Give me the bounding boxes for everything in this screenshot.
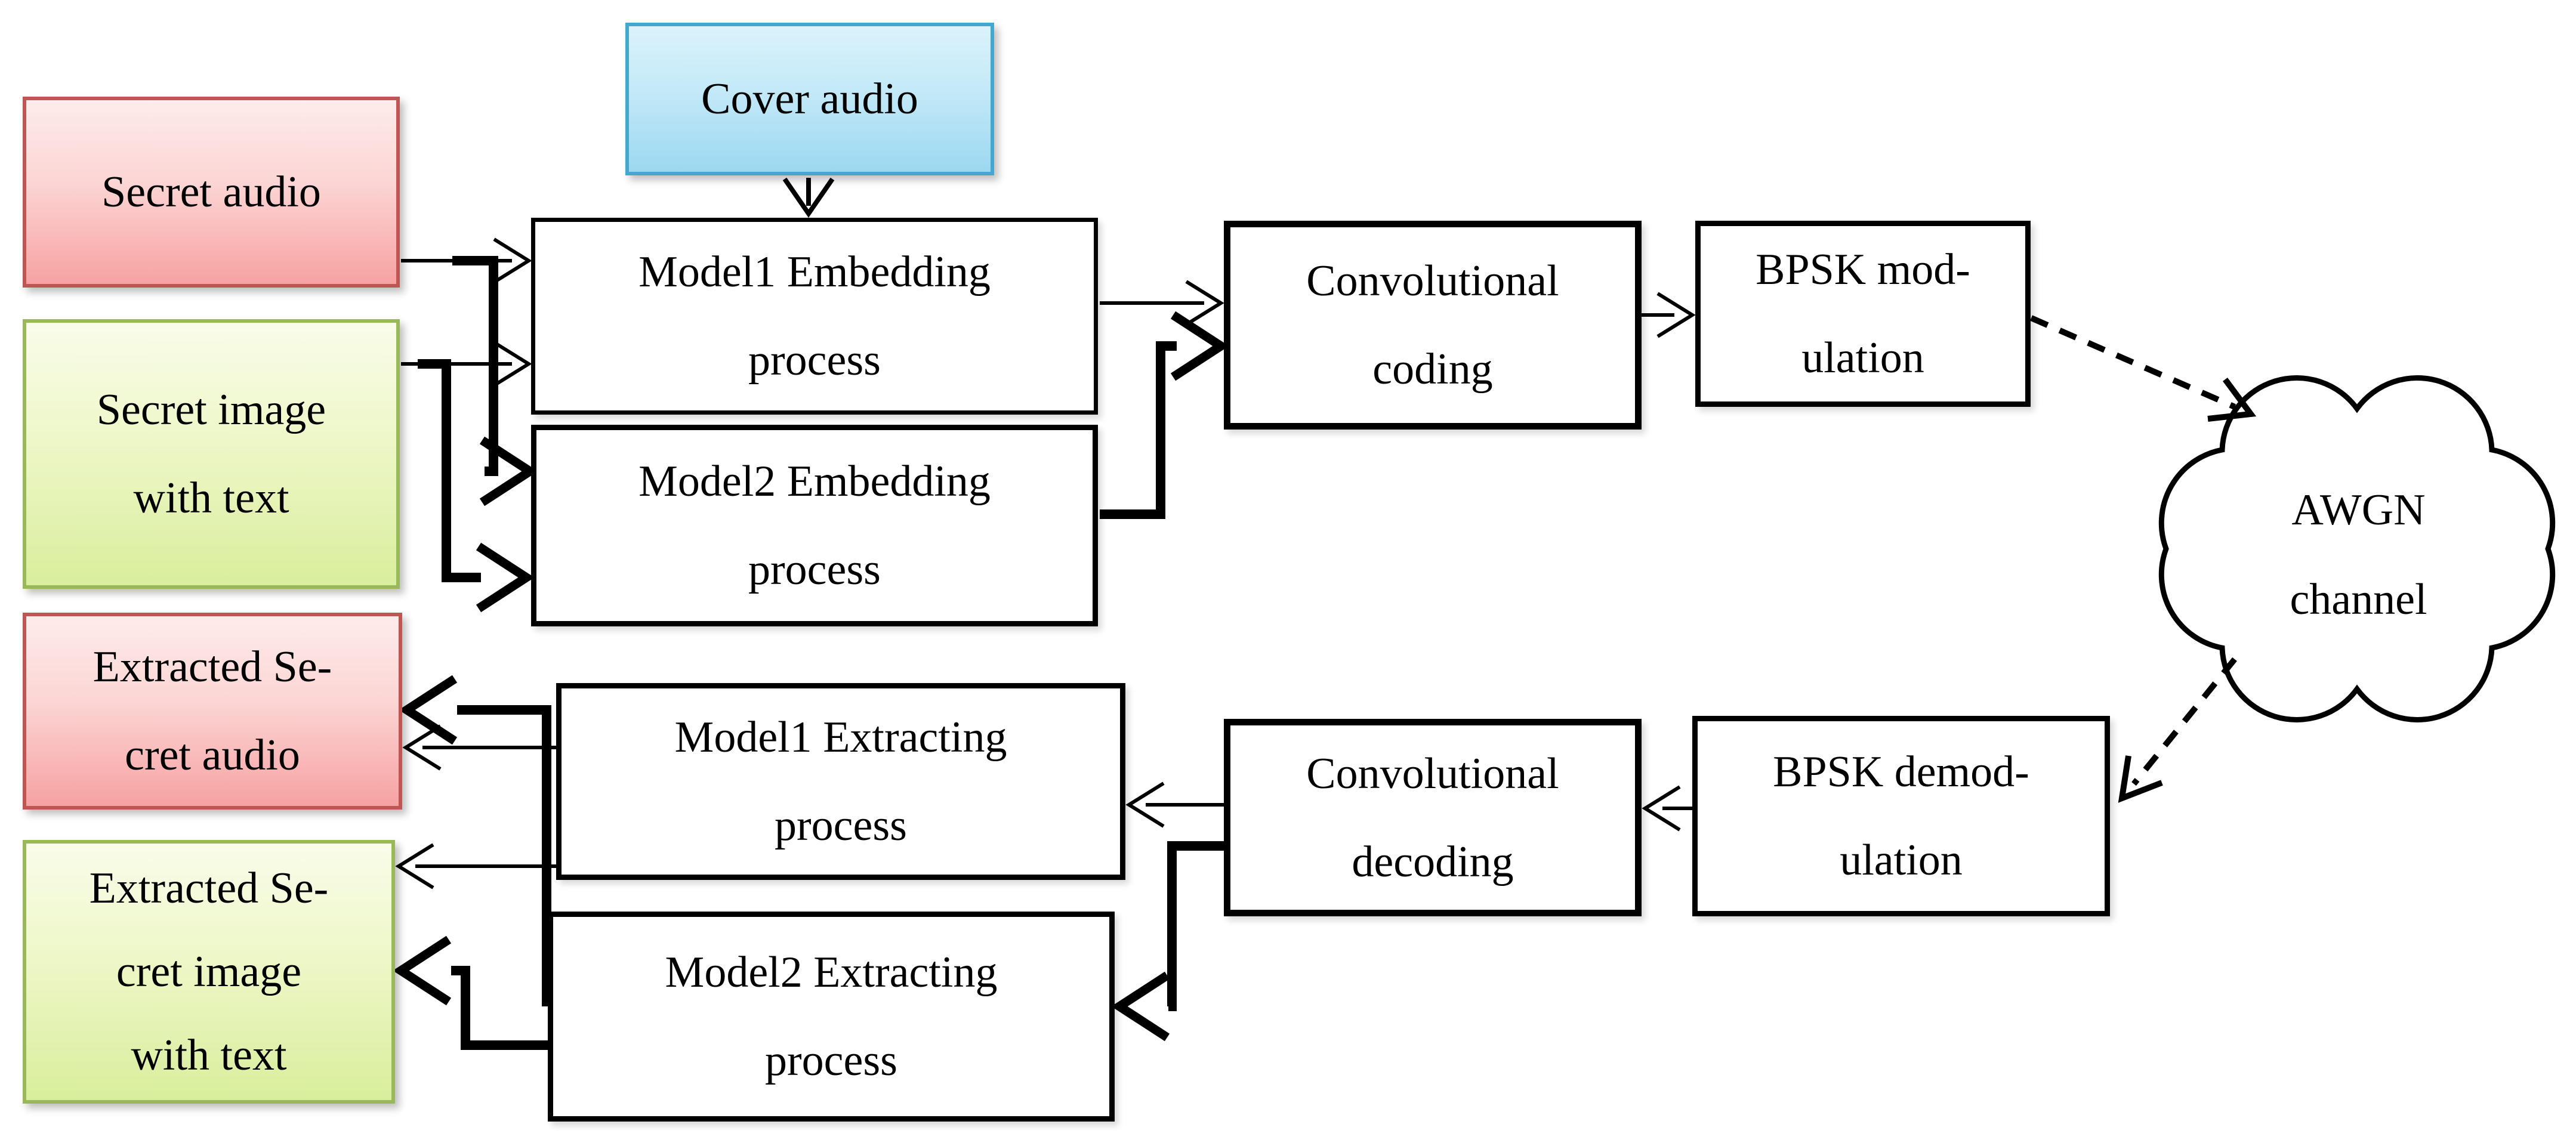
bpsk-demodulation-box: BPSK demod- ulation (1692, 716, 2110, 916)
arrow-secret-audio-to-model2-line (452, 256, 498, 476)
bpsk-modulation-label-line1: BPSK mod- (1756, 245, 1970, 294)
secret-audio-box: Secret audio (23, 97, 400, 288)
arrow-secret-image-to-model1-head (493, 341, 532, 387)
awgn-label-line2: channel (2290, 574, 2427, 624)
bpsk-demodulation-label-line2: ulation (1840, 836, 1963, 885)
model2-embedding-label-line1: Model2 Embedding (638, 457, 991, 506)
arrow-bpskmod-to-awgn-line (2029, 315, 2236, 410)
convolutional-coding-label-line1: Convolutional (1306, 257, 1559, 305)
convolutional-decoding-label-line1: Convolutional (1306, 749, 1559, 798)
arrow-secret-image-to-model2-head (476, 542, 535, 613)
model1-embedding-label-line1: Model1 Embedding (638, 248, 991, 296)
extracted-audio-label-line1: Extracted Se- (92, 642, 332, 691)
model1-extracting-box: Model1 Extracting process (556, 683, 1125, 880)
convolutional-decoding-box: Convolutional decoding (1224, 719, 1642, 916)
arrow-model2-to-convcoding-head (1170, 311, 1229, 381)
arrow-secret-audio-to-model2-head (479, 436, 538, 506)
arrow-awgn-to-bpskdemod-line (2131, 657, 2237, 786)
arrow-convdecoding-to-model1ex-head (1125, 781, 1165, 828)
extracted-image-label-line1: Extracted Se- (89, 864, 329, 913)
model2-extracting-box: Model2 Extracting process (548, 912, 1115, 1122)
awgn-channel-label: AWGN channel (2166, 419, 2551, 690)
arrow-model2-to-convcoding-line (1100, 341, 1177, 519)
bpsk-modulation-label-line2: ulation (1801, 333, 1924, 382)
extracted-audio-label-line2: cret audio (125, 731, 300, 780)
arrow-bpskmod-to-awgn-head (2207, 378, 2257, 422)
arrow-model2ex-to-eximage-line (451, 966, 549, 1050)
model2-embedding-label-line2: process (748, 545, 881, 594)
model1-extracting-label-line1: Model1 Extracting (674, 713, 1007, 762)
convolutional-coding-box: Convolutional coding (1224, 221, 1642, 430)
arrow-model1ex-to-exaudio-head (402, 724, 442, 771)
model2-extracting-label-line1: Model2 Extracting (665, 948, 998, 997)
awgn-cloud-shape (2158, 375, 2556, 722)
secret-image-label-line2: with text (133, 474, 289, 523)
arrow-convdecoding-to-model2ex-line (1167, 841, 1224, 1011)
arrow-model1-to-convcoding-head (1185, 280, 1224, 326)
arrow-bpskdemod-to-convdecoding-head (1642, 785, 1681, 832)
model2-extracting-label-line2: process (765, 1036, 897, 1085)
arrow-cover-to-model1-head (782, 177, 835, 218)
bpsk-demodulation-label-line1: BPSK demod- (1773, 747, 2029, 796)
arrow-secret-image-to-model2-line (418, 359, 481, 582)
convolutional-coding-label-line2: coding (1372, 345, 1493, 394)
arrow-model2ex-to-exaudio-head (399, 675, 458, 745)
arrow-secret-audio-to-model1-head (493, 237, 532, 284)
model1-extracting-label-line2: process (775, 801, 907, 850)
cover-audio-label: Cover audio (701, 75, 918, 123)
model1-embedding-box: Model1 Embedding process (531, 218, 1098, 415)
extracted-secret-audio-box: Extracted Se- cret audio (23, 613, 402, 810)
arrow-model1ex-to-eximage-head (395, 843, 434, 889)
arrow-convcoding-to-bpskmod-head (1656, 292, 1696, 338)
awgn-label-line1: AWGN (2291, 485, 2426, 535)
extracted-image-label-line3: with text (131, 1031, 287, 1080)
arrow-convdecoding-to-model2ex-head (1111, 971, 1170, 1042)
extracted-image-label-line2: cret image (116, 947, 302, 996)
secret-image-label-line1: Secret image (96, 385, 326, 434)
model2-embedding-box: Model2 Embedding process (531, 425, 1098, 626)
secret-image-box: Secret image with text (23, 319, 400, 589)
extracted-secret-image-box: Extracted Se- cret image with text (23, 840, 395, 1104)
arrow-awgn-to-bpskdemod-head (2118, 755, 2163, 803)
bpsk-modulation-box: BPSK mod- ulation (1695, 221, 2031, 407)
cover-audio-box: Cover audio (625, 23, 994, 175)
secret-audio-label: Secret audio (101, 168, 321, 217)
arrow-model2ex-to-eximage-head (393, 935, 452, 1006)
convolutional-decoding-label-line2: decoding (1352, 837, 1514, 886)
model1-embedding-label-line2: process (748, 336, 881, 385)
arrow-model2ex-to-exaudio-line (457, 705, 551, 1006)
